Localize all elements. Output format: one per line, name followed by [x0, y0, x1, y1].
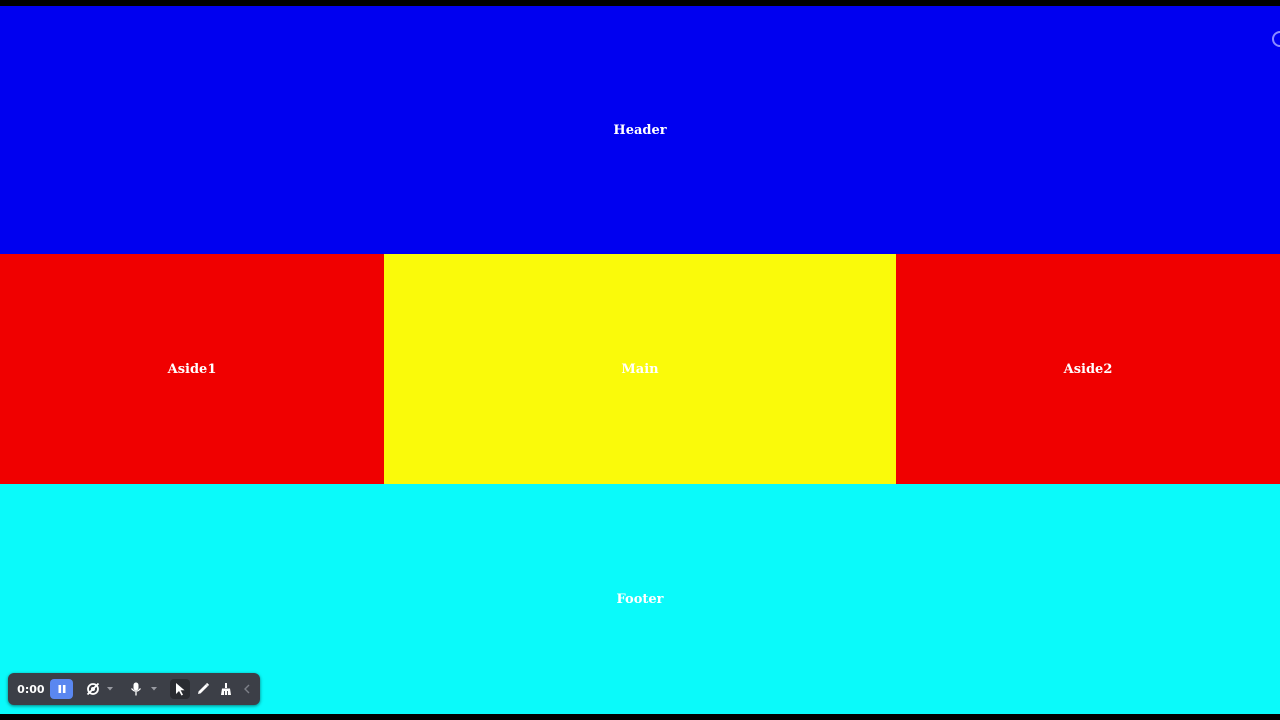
circle-icon: [1272, 31, 1280, 47]
header-label: Header: [613, 122, 667, 138]
grid-layout: Header Aside1 Main Aside2 Footer: [0, 6, 1280, 714]
main-region: Main: [384, 254, 896, 484]
chevron-down-icon: [150, 687, 157, 691]
eraser-icon: [221, 683, 232, 695]
chevron-down-icon: [107, 687, 114, 691]
pen-icon: [198, 682, 210, 694]
microphone-button[interactable]: [127, 679, 146, 699]
footer-label: Footer: [616, 591, 664, 607]
microphone-options-button[interactable]: [150, 687, 157, 691]
pause-button[interactable]: [49, 679, 74, 699]
eraser-tool-button[interactable]: [217, 679, 236, 699]
camera-off-icon: [86, 682, 100, 696]
pointer-icon: [175, 683, 185, 696]
aside2-region: Aside2: [896, 254, 1280, 484]
recorder-toolbar: 0:00: [8, 673, 260, 705]
pen-tool-button[interactable]: [194, 679, 213, 699]
aside2-label: Aside2: [1063, 361, 1113, 377]
chevron-left-icon: [244, 684, 250, 694]
camera-options-button[interactable]: [107, 687, 114, 691]
aside1-region: Aside1: [0, 254, 384, 484]
pointer-tool-button[interactable]: [170, 679, 190, 699]
camera-toggle-button[interactable]: [83, 679, 102, 699]
pause-icon: [58, 685, 66, 693]
recording-time: 0:00: [17, 682, 45, 696]
microphone-icon: [131, 682, 142, 696]
collapse-toolbar-button[interactable]: [240, 679, 254, 699]
header-region: Header: [0, 6, 1280, 254]
main-label: Main: [621, 361, 659, 377]
aside1-label: Aside1: [167, 361, 217, 377]
